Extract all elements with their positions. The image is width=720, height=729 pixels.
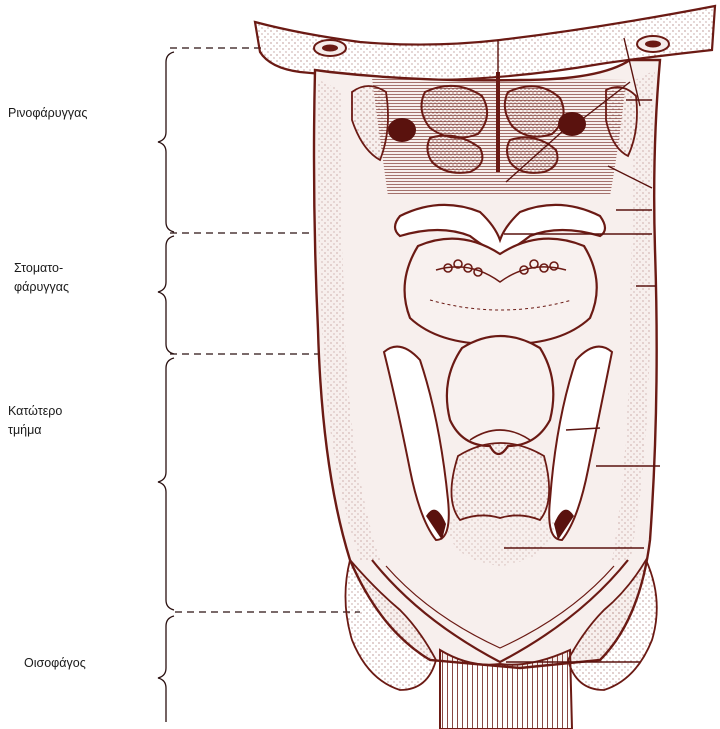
nasal-cavity-choanae [352,72,637,196]
tongue-base [405,239,597,344]
label-laryngopharynx: Κατώτερο τμήμα [8,402,62,440]
bracket-esophagus [158,616,174,722]
bracket-nasopharynx [158,52,174,232]
label-esophagus: Οισοφάγος [24,654,86,673]
bracket-laryngopharynx [158,358,174,610]
label-oropharynx: Στοματο- φάρυγγας [14,259,69,297]
eustachian-opening-left [388,118,416,142]
bracket-oropharynx [158,236,174,354]
label-nasopharynx: Ρινοφάρυγγας [8,104,87,123]
